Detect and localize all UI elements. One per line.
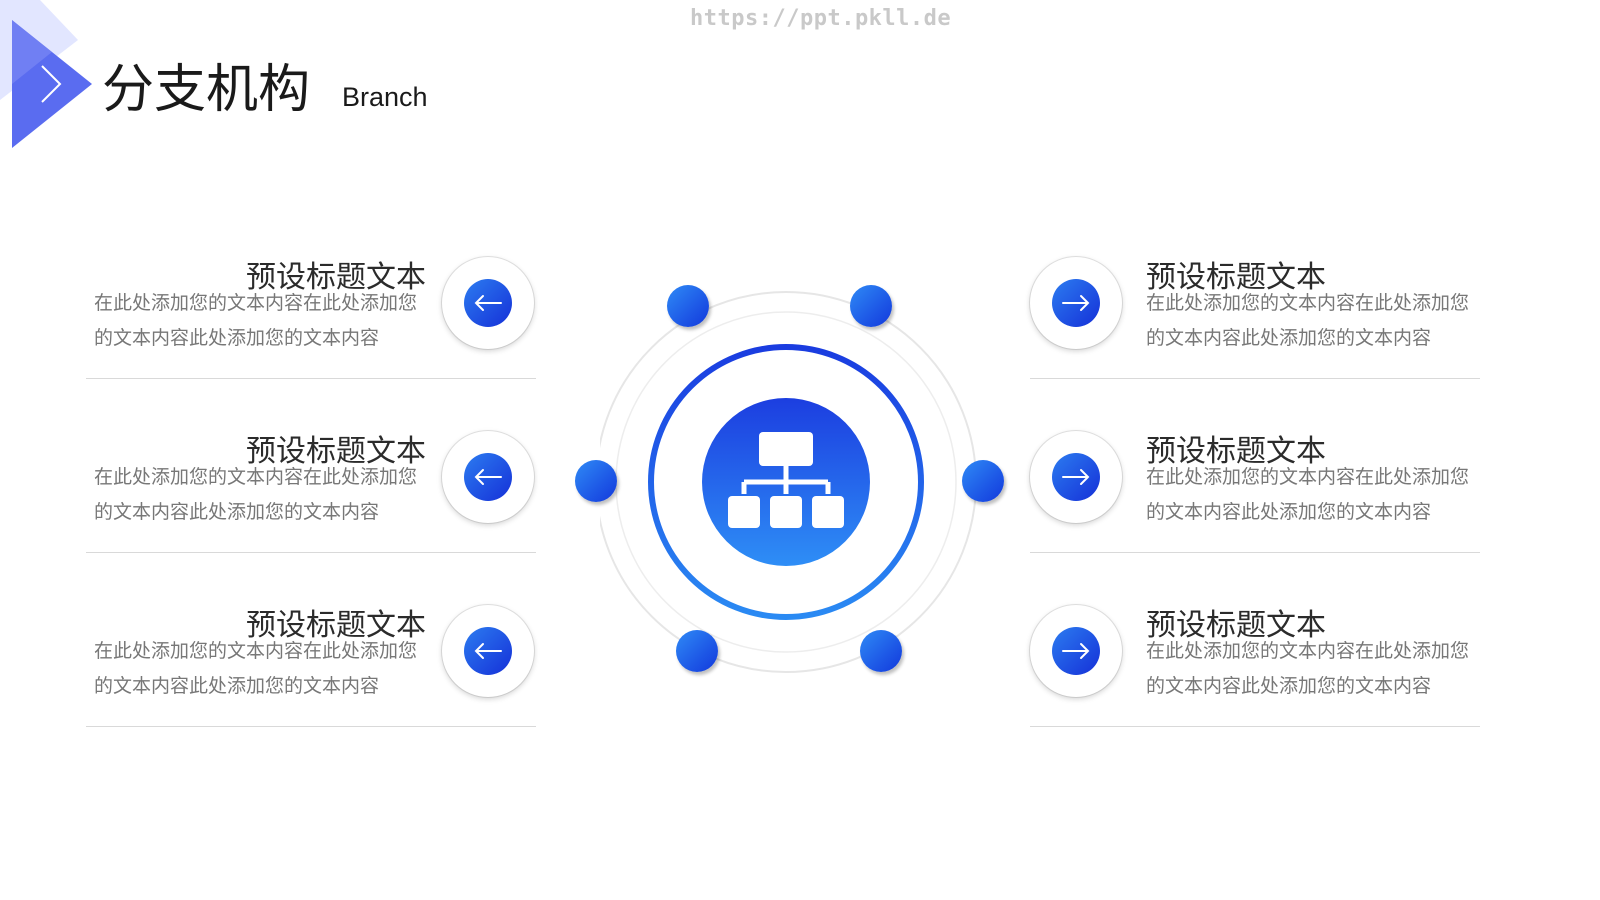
arrow-right-icon xyxy=(1052,279,1100,327)
triangle-logo-icon xyxy=(0,0,92,148)
item-heading: 预设标题文本 xyxy=(246,260,426,295)
item-icon-badge xyxy=(1030,431,1122,523)
page-title: 分支机构 xyxy=(102,60,311,120)
item-description: 在此处添加您的文本内容在此处添加您的文本内容此处添加您的文本内容 xyxy=(1146,640,1470,697)
item-description: 在此处添加您的文本内容在此处添加您的文本内容此处添加您的文本内容 xyxy=(94,292,418,349)
branch-item-right-3: 预设标题文本 在此处添加您的文本内容在此处添加您的文本内容此处添加您的文本内容 xyxy=(1030,600,1480,727)
item-icon-badge xyxy=(442,431,534,523)
hub-node-dot xyxy=(962,460,1004,502)
item-divider xyxy=(1030,378,1480,379)
item-icon-badge xyxy=(1030,605,1122,697)
branch-item-left-2: 预设标题文本 在此处添加您的文本内容在此处添加您的文本内容此处添加您的文本内容 xyxy=(86,426,536,553)
item-description: 在此处添加您的文本内容在此处添加您的文本内容此处添加您的文本内容 xyxy=(1146,466,1470,523)
branch-item-left-1: 预设标题文本 在此处添加您的文本内容在此处添加您的文本内容此处添加您的文本内容 xyxy=(86,252,536,379)
hub-node-dot xyxy=(850,285,892,327)
arrow-right-icon xyxy=(1052,627,1100,675)
item-heading: 预设标题文本 xyxy=(1146,260,1326,295)
branch-item-right-2: 预设标题文本 在此处添加您的文本内容在此处添加您的文本内容此处添加您的文本内容 xyxy=(1030,426,1480,553)
item-description: 在此处添加您的文本内容在此处添加您的文本内容此处添加您的文本内容 xyxy=(94,640,418,697)
item-description: 在此处添加您的文本内容在此处添加您的文本内容此处添加您的文本内容 xyxy=(1146,292,1470,349)
watermark-url: https://ppt.pkll.de xyxy=(690,6,952,31)
item-icon-badge xyxy=(1030,257,1122,349)
arrow-left-icon xyxy=(464,453,512,501)
item-icon-badge xyxy=(442,257,534,349)
hub-node-dot xyxy=(575,460,617,502)
item-heading: 预设标题文本 xyxy=(1146,608,1326,643)
arrow-left-icon xyxy=(464,627,512,675)
item-icon-badge xyxy=(442,605,534,697)
item-heading: 预设标题文本 xyxy=(246,434,426,469)
item-description: 在此处添加您的文本内容在此处添加您的文本内容此处添加您的文本内容 xyxy=(94,466,418,523)
hub-node-dot xyxy=(860,630,902,672)
hub-node-dot xyxy=(667,285,709,327)
item-divider xyxy=(1030,726,1480,727)
item-heading: 预设标题文本 xyxy=(1146,434,1326,469)
branch-item-left-3: 预设标题文本 在此处添加您的文本内容在此处添加您的文本内容此处添加您的文本内容 xyxy=(86,600,536,727)
arrow-left-icon xyxy=(464,279,512,327)
branch-item-right-1: 预设标题文本 在此处添加您的文本内容在此处添加您的文本内容此处添加您的文本内容 xyxy=(1030,252,1480,379)
item-divider xyxy=(86,552,536,553)
page-subtitle: Branch xyxy=(342,82,428,112)
item-heading: 预设标题文本 xyxy=(246,608,426,643)
item-divider xyxy=(86,378,536,379)
org-chart-icon xyxy=(724,430,848,538)
hub-node-dot xyxy=(676,630,718,672)
arrow-right-icon xyxy=(1052,453,1100,501)
item-divider xyxy=(86,726,536,727)
center-hub xyxy=(575,285,1004,680)
item-divider xyxy=(1030,552,1480,553)
